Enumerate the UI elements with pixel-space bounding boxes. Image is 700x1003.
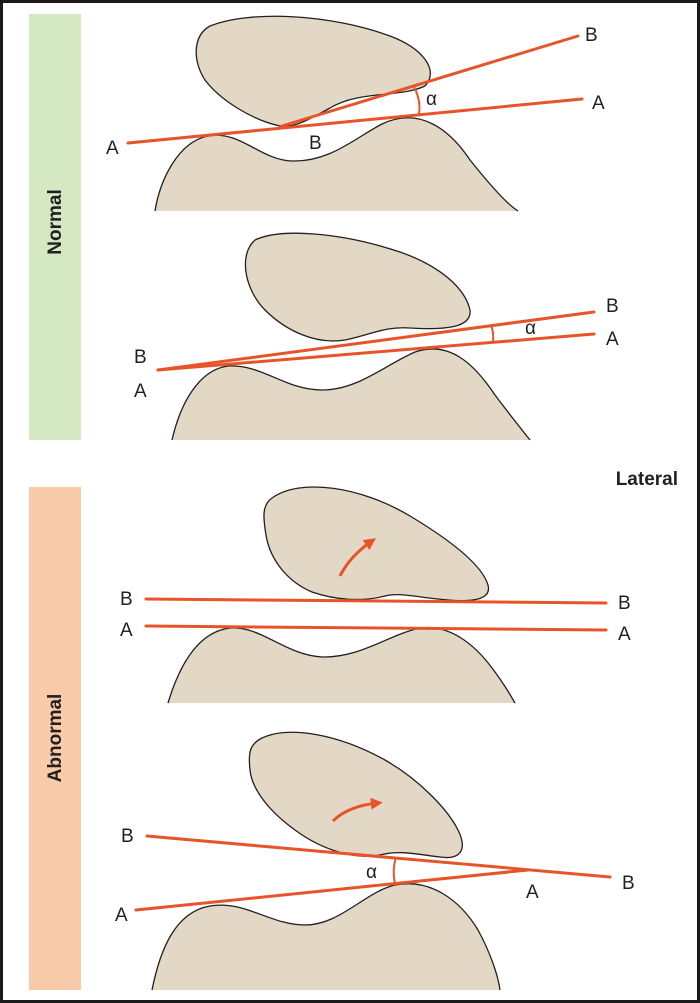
- talus-bone: [195, 15, 431, 128]
- angle-alpha-arc: [490, 324, 495, 342]
- label-a-left: A: [115, 905, 128, 926]
- line-b: [145, 834, 612, 879]
- abnormal-band: [29, 487, 81, 990]
- label-a-left: A: [106, 138, 119, 159]
- label-alpha: α: [366, 862, 377, 883]
- talus-bone: [244, 232, 471, 342]
- label-alpha: α: [525, 318, 536, 339]
- label-b-left: B: [120, 589, 133, 610]
- label-b-left: B: [121, 826, 134, 847]
- abnormal-view-2: B A B A α: [115, 731, 635, 991]
- label-b-right: B: [618, 593, 631, 614]
- normal-band-label: Normal: [45, 189, 66, 254]
- normal-view-2: B A B A α: [134, 232, 619, 441]
- label-a-right: A: [606, 329, 619, 350]
- rotation-arrow-icon: [331, 797, 383, 823]
- label-b-bottom: B: [309, 133, 322, 154]
- line-a: [126, 97, 584, 145]
- normal-band: [29, 14, 81, 440]
- tibia-bone: [154, 117, 519, 212]
- line-b: [144, 597, 608, 605]
- angle-alpha-arc: [413, 86, 421, 115]
- abnormal-view-1: B A B A: [120, 486, 631, 704]
- abnormal-band-label: Abnormal: [45, 694, 66, 783]
- label-b-right: B: [606, 296, 619, 317]
- line-a: [144, 624, 608, 632]
- rotation-arrow-icon: [338, 538, 376, 577]
- talus-bone: [263, 486, 490, 602]
- label-alpha: α: [426, 89, 437, 110]
- label-b-left: B: [134, 347, 147, 368]
- label-b-right: B: [622, 873, 635, 894]
- label-a-left: A: [134, 381, 147, 402]
- tibia-bone: [171, 348, 531, 441]
- label-a-right: A: [618, 624, 631, 645]
- line-b: [156, 310, 596, 372]
- normal-view-1: A A B B α: [106, 15, 605, 212]
- lateral-label: Lateral: [616, 469, 678, 490]
- label-a-right: A: [592, 93, 605, 114]
- label-a-mid: A: [526, 882, 539, 903]
- tibia-bone: [151, 883, 501, 991]
- label-b-right: B: [585, 25, 598, 46]
- talus-bone: [248, 731, 463, 859]
- line-b: [280, 34, 580, 128]
- line-a: [156, 332, 596, 372]
- angle-alpha-arc: [392, 856, 397, 885]
- tibia-bone: [167, 626, 516, 704]
- line-a: [134, 868, 530, 912]
- label-a-left: A: [120, 620, 133, 641]
